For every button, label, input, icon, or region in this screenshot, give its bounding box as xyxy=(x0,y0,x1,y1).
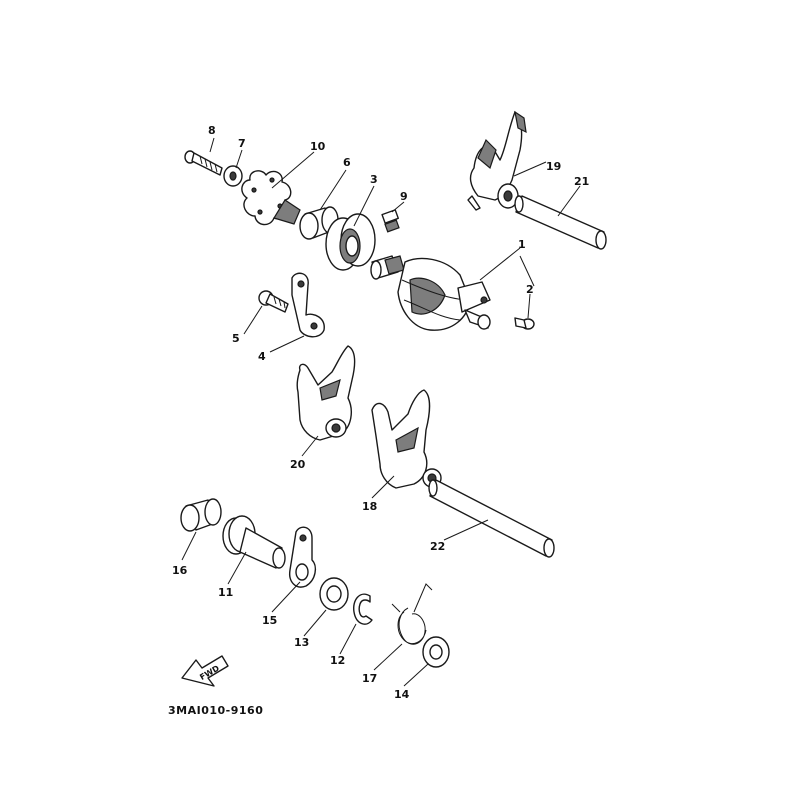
forward-arrow-icon: FWD xyxy=(181,655,229,687)
callout-7: 7 xyxy=(238,137,246,150)
part-16-collar xyxy=(180,498,222,532)
callout-13: 13 xyxy=(294,636,309,649)
callout-15: 15 xyxy=(262,614,277,627)
callout-1: 1 xyxy=(518,238,526,251)
part-3-bearing xyxy=(325,213,376,271)
callout-12: 12 xyxy=(330,654,345,667)
callout-18: 18 xyxy=(362,500,377,513)
callout-21: 21 xyxy=(574,175,589,188)
part-22-shaft xyxy=(428,479,555,558)
part-7-washer xyxy=(223,165,243,187)
part-15-lever-plate xyxy=(289,526,317,588)
part-18-shift-fork xyxy=(371,389,442,489)
callout-17: 17 xyxy=(362,672,377,685)
part-10-segment xyxy=(241,170,301,226)
part-5-screw xyxy=(258,290,289,313)
callout-9: 9 xyxy=(400,190,408,203)
drawing-code: 3MAI010-9160 xyxy=(168,704,263,717)
callout-5: 5 xyxy=(232,332,240,345)
part-17-spring xyxy=(391,583,433,645)
callout-4: 4 xyxy=(258,350,266,363)
callout-16: 16 xyxy=(172,564,188,577)
part-12-circlip xyxy=(353,593,373,625)
part-1-shift-drum xyxy=(370,255,491,331)
part-4-stopper-plate xyxy=(291,272,325,338)
part-2-bolt xyxy=(514,317,535,330)
callout-labels: 8 7 10 6 3 9 19 21 1 2 5 4 20 18 22 16 1… xyxy=(172,124,589,701)
part-13-washer xyxy=(319,577,349,611)
callout-10: 10 xyxy=(310,140,326,153)
callout-6: 6 xyxy=(343,156,351,169)
part-20-shift-fork xyxy=(296,345,356,441)
callout-3: 3 xyxy=(370,173,378,186)
part-19-shift-fork xyxy=(467,110,527,211)
callout-19: 19 xyxy=(546,160,561,173)
callout-14: 14 xyxy=(394,688,410,701)
part-9-pin xyxy=(381,209,400,233)
callout-20: 20 xyxy=(290,458,306,471)
callout-22: 22 xyxy=(430,540,445,553)
part-8-screw xyxy=(184,150,223,176)
callout-8: 8 xyxy=(208,124,216,137)
part-14-washer xyxy=(422,636,450,668)
part-11-shift-shaft xyxy=(222,515,286,569)
part-21-shaft xyxy=(514,195,607,250)
callout-2: 2 xyxy=(526,283,534,296)
callout-11: 11 xyxy=(218,586,233,599)
leader-lines xyxy=(181,137,581,687)
